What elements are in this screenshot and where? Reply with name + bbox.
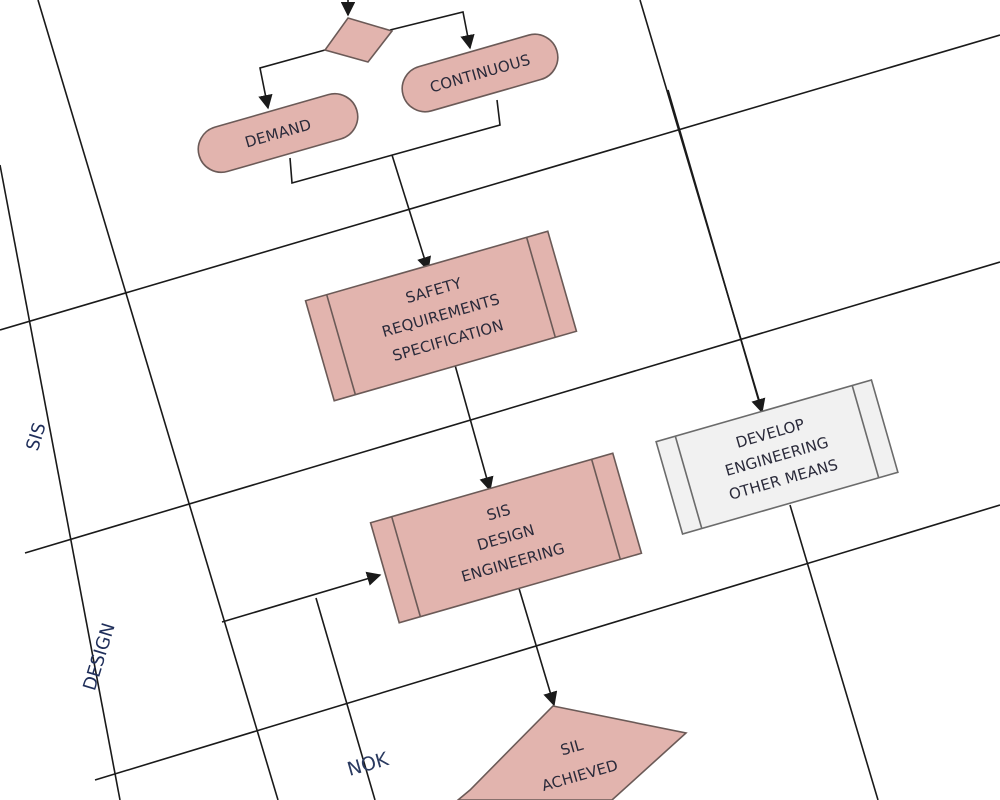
line-nok-return	[315, 597, 376, 800]
lane-divider-1	[0, 34, 1000, 331]
arrow-sis-design-to-sil	[517, 584, 558, 707]
lane-label-sis: SIS	[22, 420, 50, 453]
lane-label-design: DESIGN	[79, 621, 119, 693]
arrow-to-develop	[667, 89, 766, 414]
arrow-to-demand	[258, 49, 326, 110]
lane-divider-2	[24, 261, 1000, 554]
sis-design-line-1: SIS	[485, 501, 513, 525]
sil-line-1: SIL	[558, 736, 585, 760]
sis-design-engineering-node[interactable]: SIS DESIGN ENGINEERING	[369, 452, 643, 624]
sil-achieved-decision[interactable]: SIL ACHIEVED	[456, 705, 688, 800]
arrow-nok-loop	[221, 571, 382, 623]
lane-vertical-left	[0, 164, 121, 800]
decision-diamond[interactable]	[323, 17, 394, 63]
arrow-to-continuous	[389, 11, 475, 50]
lane-vertical-header	[37, 0, 279, 800]
demand-node[interactable]: DEMAND	[193, 88, 363, 177]
arrow-srs-to-sis-design	[454, 364, 494, 492]
line-develop-down	[789, 504, 879, 800]
merge-connector	[289, 99, 501, 185]
safety-requirements-specification-node[interactable]: SAFETY REQUIREMENTS SPECIFICATION	[304, 230, 578, 402]
lane-divider-3	[94, 504, 1000, 781]
continuous-node[interactable]: CONTINUOUS	[397, 29, 563, 117]
flow-connectors	[221, 0, 879, 800]
arrow-to-srs	[391, 154, 431, 272]
develop-engineering-other-means-node[interactable]: DEVELOP ENGINEERING OTHER MEANS	[655, 378, 899, 536]
